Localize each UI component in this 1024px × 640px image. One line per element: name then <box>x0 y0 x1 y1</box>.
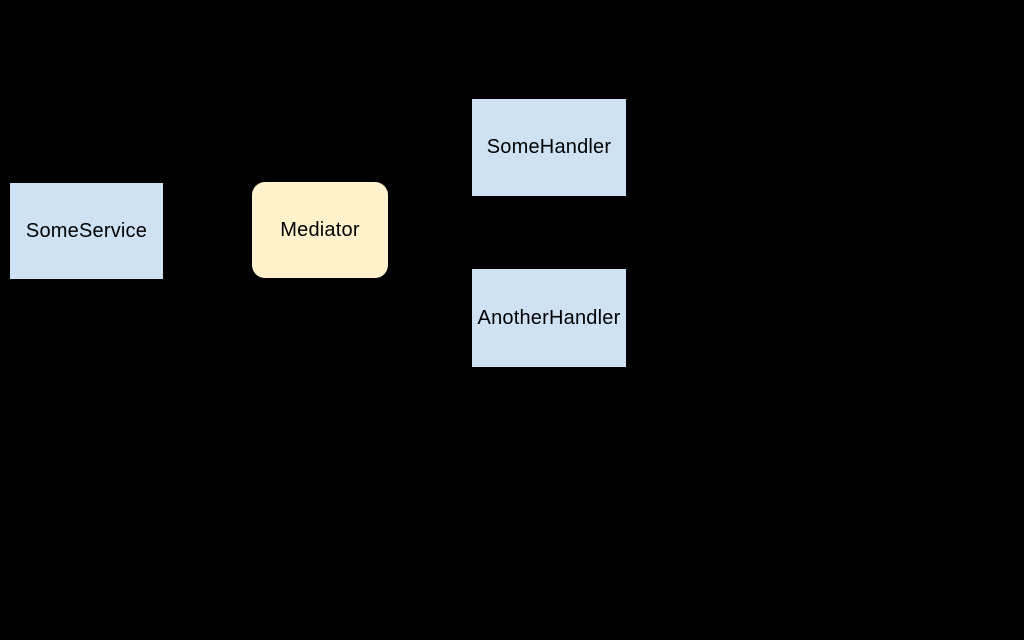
diagram-node-mediator: Mediator <box>252 182 388 278</box>
node-label-some-service: SomeService <box>25 219 148 242</box>
node-label-mediator: Mediator <box>280 218 360 241</box>
diagram-node-another-handler: AnotherHandler <box>472 269 626 367</box>
node-label-some-handler: SomeHandler <box>486 136 612 158</box>
node-label-another-handler: AnotherHandler <box>477 306 621 329</box>
diagram-node-some-service: SomeService <box>10 183 163 279</box>
diagram-node-some-handler: SomeHandler <box>472 99 626 196</box>
